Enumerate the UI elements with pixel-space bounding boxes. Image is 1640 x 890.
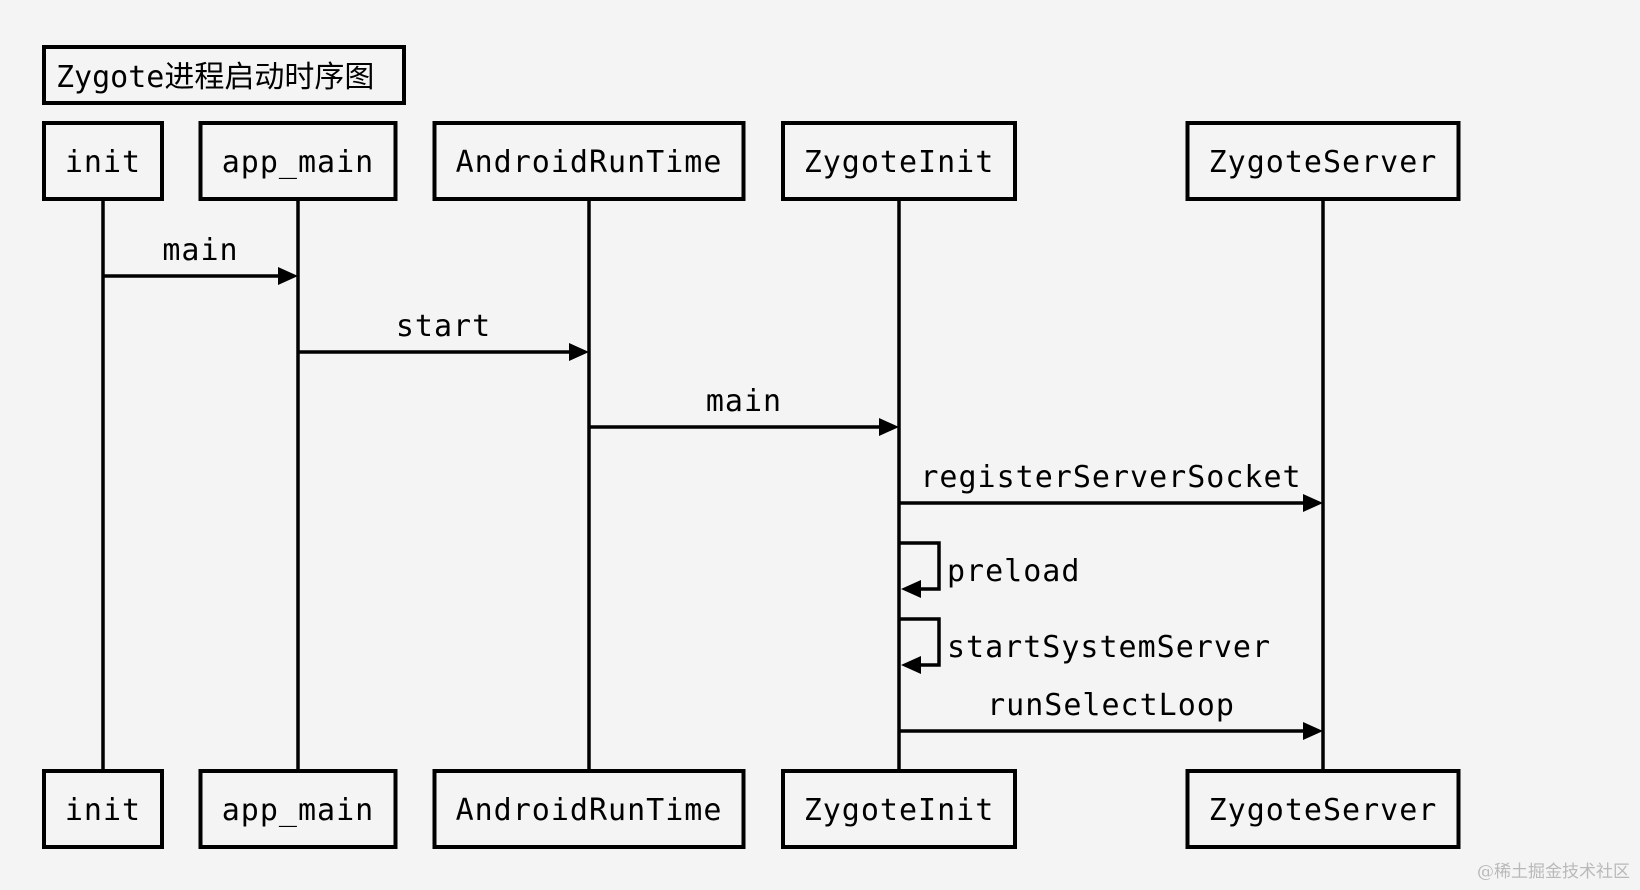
participant-label: ZygoteServer (1209, 145, 1438, 180)
participant-label: AndroidRunTime (456, 793, 723, 828)
participant-zygote_init-bottom: ZygoteInit (781, 769, 1017, 849)
participant-label: init (65, 145, 141, 180)
title-box (42, 45, 406, 105)
arrow-head (901, 656, 921, 674)
arrow-head (901, 580, 921, 598)
message-label: startSystemServer (947, 630, 1271, 665)
participant-box (42, 769, 164, 849)
arrow-head (569, 343, 589, 361)
participant-box (781, 121, 1017, 201)
message-5: startSystemServer (899, 617, 1271, 674)
message-2: main (589, 384, 899, 436)
message-label: runSelectLoop (987, 688, 1235, 723)
participant-box (198, 769, 398, 849)
messages: main start main registerServerSocket preload… (103, 233, 1323, 740)
participant-zygote_init-top: ZygoteInit (781, 121, 1017, 201)
message-label: main (706, 384, 782, 419)
participant-box (432, 121, 746, 201)
diagram-title: Zygote进程启动时序图 (42, 45, 406, 105)
message-label: registerServerSocket (920, 460, 1301, 495)
arrow-head (879, 418, 899, 436)
self-call-line (899, 617, 941, 667)
arrow-head (1303, 494, 1323, 512)
participants: initinitapp_mainapp_mainAndroidRunTimeAn… (42, 121, 1461, 849)
watermark: @稀土掘金技术社区 (1477, 862, 1630, 882)
participant-box (781, 769, 1017, 849)
participant-box (42, 121, 164, 201)
participant-android_runtime-bottom: AndroidRunTime (432, 769, 746, 849)
participant-init-top: init (42, 121, 164, 201)
title-text: Zygote进程启动时序图 (56, 60, 374, 95)
participant-label: app_main (222, 793, 375, 828)
participant-label: ZygoteServer (1209, 793, 1438, 828)
participant-label: ZygoteInit (804, 793, 995, 828)
participant-box (1185, 121, 1461, 201)
lifelines (101, 199, 1325, 771)
participant-android_runtime-top: AndroidRunTime (432, 121, 746, 201)
message-0: main (103, 233, 298, 285)
message-label: preload (947, 554, 1080, 589)
participant-init-bottom: init (42, 769, 164, 849)
arrow-head (1303, 722, 1323, 740)
participant-app_main-top: app_main (198, 121, 398, 201)
participant-zygote_server-bottom: ZygoteServer (1185, 769, 1461, 849)
participant-box (432, 769, 746, 849)
participant-box (1185, 769, 1461, 849)
arrow-head (278, 267, 298, 285)
self-call-line (899, 541, 941, 591)
message-label: start (396, 309, 491, 344)
participant-box (198, 121, 398, 201)
message-6: runSelectLoop (899, 688, 1323, 740)
message-3: registerServerSocket (899, 460, 1323, 512)
participant-label: AndroidRunTime (456, 145, 723, 180)
participant-app_main-bottom: app_main (198, 769, 398, 849)
message-1: start (298, 309, 589, 361)
participant-label: app_main (222, 145, 375, 180)
message-4: preload (899, 541, 1080, 598)
participant-label: init (65, 793, 141, 828)
message-label: main (162, 233, 238, 268)
participant-label: ZygoteInit (804, 145, 995, 180)
participant-zygote_server-top: ZygoteServer (1185, 121, 1461, 201)
